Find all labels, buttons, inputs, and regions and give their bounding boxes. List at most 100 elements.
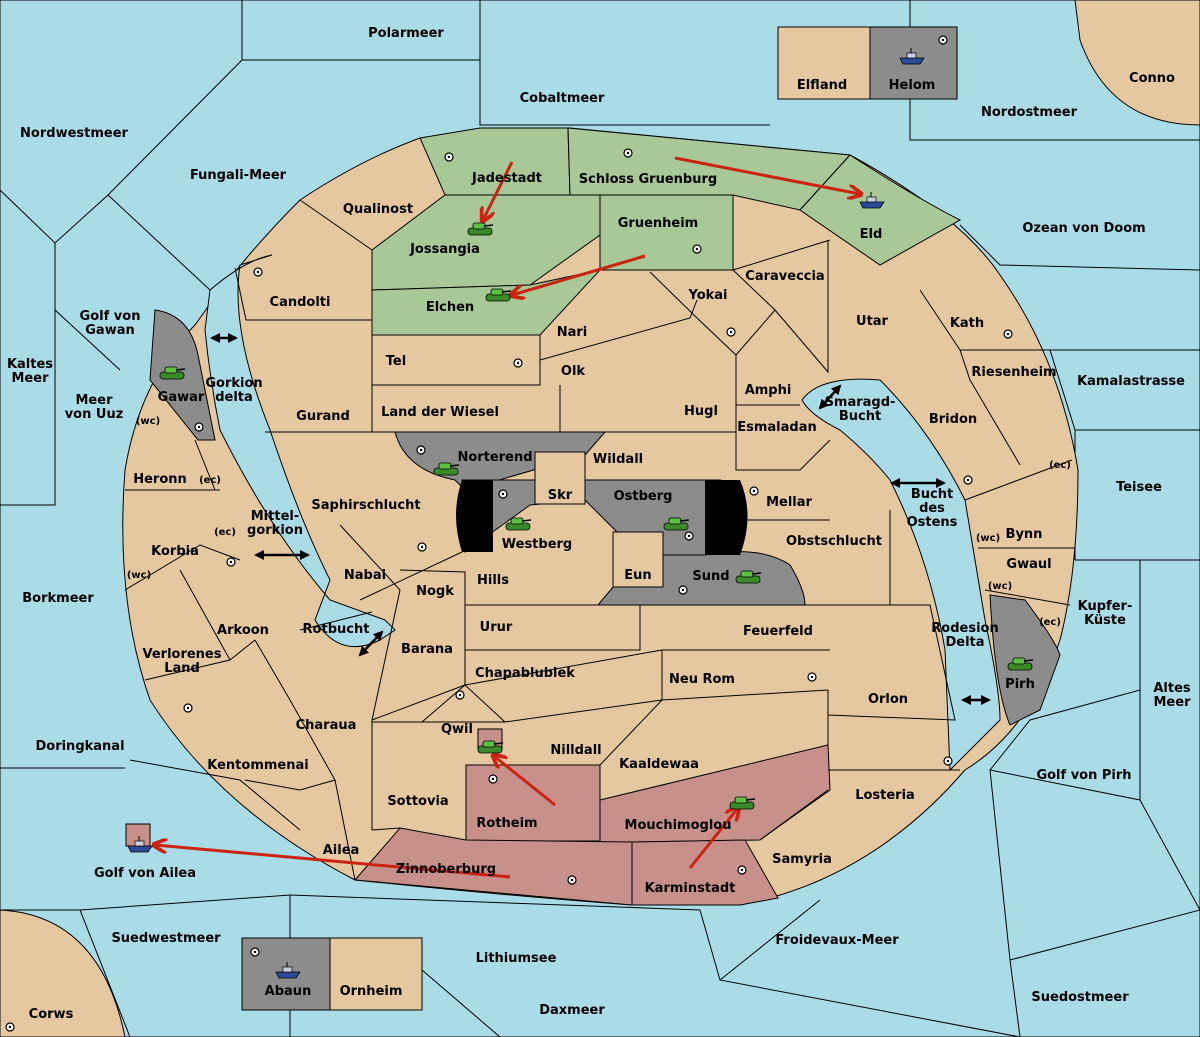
land-labels: Elfland Helom Jadestadt Schloss Gruenbur… — [133, 78, 1056, 999]
sea-label: Smaragd-Bucht — [825, 395, 896, 424]
region-skr[interactable] — [534, 451, 586, 505]
land-label: Ostberg — [614, 489, 673, 504]
region-karminstadt[interactable] — [631, 839, 779, 906]
coast-label: (wc) — [127, 570, 151, 581]
sea-label: Golf von Ailea — [94, 866, 196, 881]
land-label: Gruenheim — [618, 216, 698, 231]
ostberg-cap — [705, 480, 748, 555]
sea-label: Suedostmeer — [1031, 990, 1129, 1005]
land-label: Chapablublek — [475, 666, 575, 681]
region-elfland[interactable] — [777, 26, 871, 100]
land-label: Ailea — [323, 843, 360, 858]
region-rotheim[interactable] — [465, 764, 601, 842]
region-conno[interactable] — [1074, 0, 1200, 126]
land-label: Skr — [548, 488, 573, 503]
land-label: Helom — [889, 78, 936, 93]
land-label: Hugl — [684, 404, 718, 419]
sea-label: Teisee — [1116, 480, 1162, 495]
sea-label: Corws — [29, 1007, 74, 1022]
coast-label: (wc) — [976, 533, 1000, 544]
sea-labels: Polarmeer Cobaltmeer Nordwestmeer Fungal… — [7, 26, 1191, 1022]
sea-label: Nordwestmeer — [20, 126, 128, 141]
land-label: Kaaldewaa — [619, 757, 699, 772]
land-label: Samyria — [772, 852, 832, 867]
sea-label: Fungali-Meer — [190, 168, 287, 183]
land-label: Candolti — [270, 295, 331, 310]
land-label: Caraveccia — [745, 269, 824, 284]
land-label: Kentommenai — [207, 758, 308, 773]
land-label: Jossangia — [409, 242, 480, 257]
land-label: Nari — [557, 325, 588, 340]
land-label: Feuerfeld — [743, 624, 813, 639]
land-label: Norterend — [457, 450, 532, 465]
sea-label: Daxmeer — [539, 1003, 605, 1018]
coast-labels: (wc) (ec) (ec) (wc) (ec) (wc) (wc) (ec) — [127, 416, 1071, 628]
sea-label: Froidevaux-Meer — [775, 933, 899, 948]
land-borders — [124, 199, 1075, 881]
land-label: Riesenheim — [971, 365, 1056, 380]
land-label: Barana — [401, 642, 453, 657]
land-label: Heronn — [133, 472, 187, 487]
land-label: Amphi — [745, 383, 792, 398]
land-label: Karminstadt — [645, 881, 736, 896]
land-label: Neu Rom — [669, 672, 735, 687]
land-label: Urur — [480, 620, 513, 635]
land-label: Utar — [856, 314, 889, 329]
region-corws[interactable] — [0, 909, 126, 1037]
coast-label: (wc) — [136, 416, 160, 427]
land-label: Elfland — [797, 78, 847, 93]
sea-label: Doringkanal — [35, 739, 124, 754]
sea-label: Nordostmeer — [981, 105, 1078, 120]
land-label: Saphirschlucht — [311, 498, 420, 513]
land-label: Land der Wiesel — [381, 405, 499, 420]
land-label: Gawar — [158, 390, 205, 405]
coast-label: (ec) — [1049, 460, 1071, 471]
land-label: Gwaul — [1006, 557, 1051, 572]
land-label: Hills — [477, 573, 509, 588]
sea-label: Kupfer-Küste — [1078, 599, 1133, 628]
sea-label: Borkmeer — [22, 591, 94, 606]
land-label: Sund — [692, 569, 729, 584]
coast-label: (ec) — [214, 527, 236, 538]
land-label: Zinnoberburg — [396, 862, 496, 877]
land-label: Nilldall — [550, 743, 601, 758]
sea-label: Polarmeer — [368, 26, 444, 41]
land-label: Jadestadt — [471, 171, 542, 186]
land-label: Esmaladan — [737, 420, 817, 435]
land-label: Eun — [624, 568, 651, 583]
region-gruenheim[interactable] — [599, 194, 734, 271]
land-label: Ornheim — [340, 984, 403, 999]
sea-label: Mittel-gorkion — [247, 509, 303, 538]
region-eld[interactable] — [799, 154, 962, 266]
land-label: Yokai — [687, 288, 727, 303]
supply-centers — [5, 35, 1013, 1032]
link-arrows — [210, 333, 991, 705]
land-label: Kath — [950, 316, 984, 331]
land-label: Elchen — [426, 300, 474, 315]
land-label: Korbia — [151, 544, 199, 559]
coast-label: (ec) — [1039, 617, 1061, 628]
coast-label: (ec) — [199, 475, 221, 486]
land-label: Qualinost — [343, 202, 413, 217]
land-label: Westberg — [502, 537, 572, 552]
sea-label: Rotbucht — [303, 622, 370, 637]
region-norterend[interactable] — [394, 431, 607, 491]
land-label: Rotheim — [476, 816, 537, 831]
land-label: Sottovia — [387, 794, 448, 809]
land-label: Eld — [860, 227, 883, 242]
sea-label: Cobaltmeer — [520, 91, 605, 106]
sea-label: Ozean von Doom — [1022, 221, 1145, 236]
land-label: Orlon — [868, 692, 908, 707]
region-eun[interactable] — [612, 531, 664, 588]
region-ornheim[interactable] — [329, 937, 423, 1011]
land-label: Obstschlucht — [786, 534, 882, 549]
land-label: Wildall — [593, 452, 643, 467]
land-label: Olk — [561, 364, 586, 379]
